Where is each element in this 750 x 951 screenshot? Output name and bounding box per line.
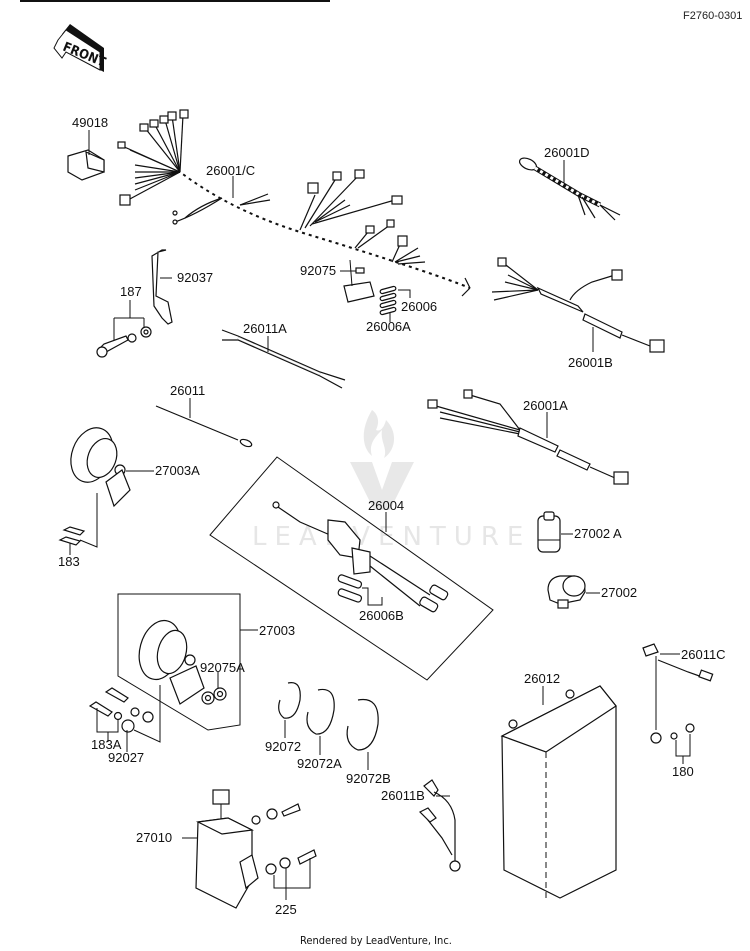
part-183A-bolts: [88, 685, 161, 752]
part-92037-bracket: [151, 249, 173, 325]
callout-26011b: 26011B: [381, 788, 425, 803]
part-26001B-harness: [491, 257, 665, 353]
footer-credit: Rendered by LeadVenture, Inc.: [300, 934, 452, 947]
reference-code: F2760-0301: [683, 10, 742, 22]
part-26001A-harness: [427, 389, 629, 485]
part-27010-coil: [182, 789, 259, 909]
callout-26006b: 26006B: [359, 608, 404, 623]
callout-26001c: 26001/C: [206, 163, 255, 178]
part-187-bolt-set: [96, 300, 152, 358]
callout-26006a: 26006A: [366, 319, 411, 334]
callout-187: 187: [120, 284, 142, 299]
part-27003-horn-assembly: [117, 593, 258, 731]
part-27003A-horn: [58, 427, 154, 555]
callout-27002: 27002: [601, 585, 637, 600]
callout-92075a: 92075A: [200, 660, 245, 675]
callout-26004: 26004: [368, 498, 404, 513]
part-26011B-lead: [418, 779, 461, 872]
part-27002-switch: [547, 575, 600, 609]
watermark: LEADVENTURE: [252, 410, 531, 552]
callout-26001a: 26001A: [523, 398, 568, 413]
part-26006-fuses: [379, 285, 411, 322]
part-26001C-main-harness: [117, 109, 471, 297]
callout-26011c: 26011C: [681, 647, 726, 662]
callout-225: 225: [275, 902, 297, 917]
part-26012-battery: [500, 685, 617, 899]
callout-92075: 92075: [300, 263, 336, 278]
callout-26011: 26011: [170, 383, 205, 398]
callout-180: 180: [672, 764, 694, 779]
part-26011A-lead: [221, 329, 346, 389]
callout-92027: 92027: [108, 750, 144, 765]
part-26011-lead: [155, 398, 253, 448]
part-26011C-lead: [642, 643, 714, 764]
callout-26011a: 26011A: [243, 321, 287, 336]
part-225-bolts: [251, 803, 317, 900]
callout-27003a: 27003A: [155, 463, 200, 478]
callout-26001d: 26001D: [544, 145, 590, 160]
part-26004-ignitor: [272, 501, 449, 613]
watermark-text: LEADVENTURE: [252, 522, 531, 552]
part-relay-switch: [343, 259, 375, 303]
part-49018-connector: [67, 130, 105, 181]
callout-26001b: 26001B: [568, 355, 613, 370]
part-26004-assembly-frame: [209, 456, 494, 681]
part-27002A-switch: [537, 511, 573, 553]
callout-27010: 27010: [136, 830, 172, 845]
callout-26012: 26012: [524, 671, 560, 686]
callout-26006: 26006: [401, 299, 437, 314]
callout-49018: 49018: [72, 115, 108, 130]
front-indicator: FRONT: [53, 24, 108, 72]
callout-27002a: 27002 A: [574, 526, 622, 541]
part-26001D-sub-harness: [518, 157, 621, 221]
callout-27003: 27003: [259, 623, 295, 638]
callout-183: 183: [58, 554, 80, 569]
callout-183a: 183A: [91, 737, 122, 752]
part-92072-bands: [278, 682, 379, 770]
callout-92072a: 92072A: [297, 756, 342, 771]
part-92075-clip: [340, 267, 365, 274]
callout-92072: 92072: [265, 739, 301, 754]
callout-92072b: 92072B: [346, 771, 391, 786]
callout-92037: 92037: [177, 270, 213, 285]
